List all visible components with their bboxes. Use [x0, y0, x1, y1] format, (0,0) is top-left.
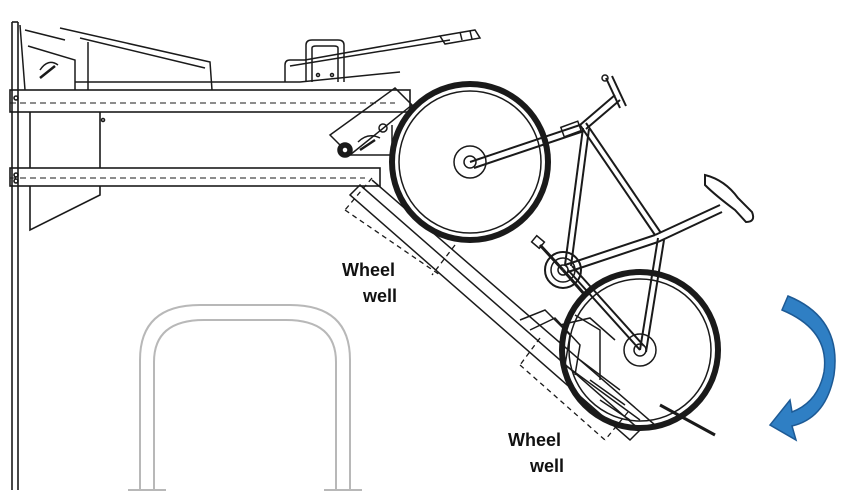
upper-wheel — [389, 81, 551, 243]
upper-wheel-well-label-line1: Wheel — [342, 260, 395, 280]
lower-wheel — [559, 269, 721, 431]
lower-wheel-well-label-line1: Wheel — [508, 430, 561, 450]
rack-frame — [9, 21, 411, 490]
ground-bike-rack — [128, 304, 362, 491]
lower-wheel-well-label-line2: well — [529, 456, 564, 476]
crankset — [530, 234, 587, 296]
bicycle — [389, 74, 755, 431]
handlebar — [559, 74, 627, 138]
slanted-tray — [348, 179, 716, 442]
saddle — [704, 173, 755, 224]
hinge-mechanism — [328, 87, 414, 158]
upper-wheel-well-marker — [344, 177, 456, 276]
clockwise-rotation-arrow-icon — [768, 295, 836, 442]
upper-wheel-well-label-line2: well — [362, 286, 397, 306]
upper-tray — [19, 24, 482, 91]
bike-frame — [469, 122, 723, 353]
lower-wheel-well-marker — [519, 337, 629, 441]
